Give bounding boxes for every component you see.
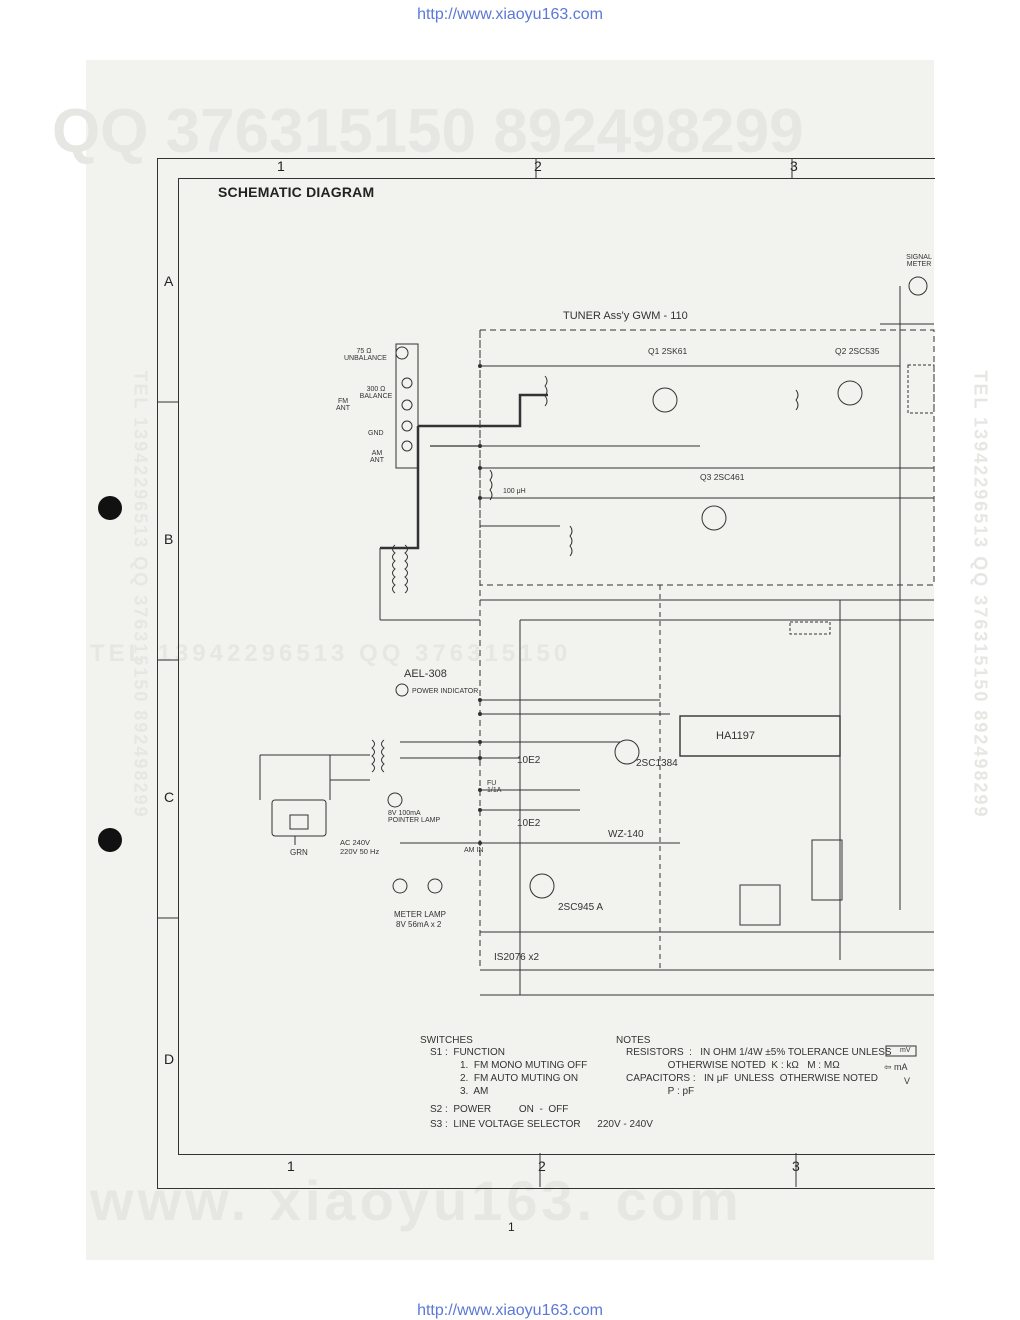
label-ant-300: 300 Ω BALANCE [359, 386, 393, 400]
url-top[interactable]: http://www.xiaoyu163.com [417, 6, 603, 23]
switch-line-1: S1 : FUNCTION [430, 1047, 506, 1058]
switches-heading: SWITCHES [420, 1035, 473, 1046]
punch-hole-top [98, 496, 122, 520]
label-meter-lamp-rating: 8V 56mA x 2 [396, 920, 442, 929]
col-top-1: 1 [277, 158, 285, 174]
notes-line-4: P : pF [626, 1086, 695, 1097]
switch-line-2: 1. FM MONO MUTING OFF [460, 1060, 588, 1071]
diagram-title: SCHEMATIC DIAGRAM [218, 184, 375, 200]
label-pointer-lamp: 8V 100mA POINTER LAMP [388, 810, 441, 824]
row-c: C [164, 789, 175, 805]
col-bottom-2: 2 [538, 1158, 546, 1174]
watermark-qq: QQ 376315150 892498299 [52, 97, 804, 166]
switch-line-4: 3. AM [460, 1086, 489, 1097]
label-tuner-assy: TUNER Ass'y GWM - 110 [563, 310, 688, 322]
url-bottom[interactable]: http://www.xiaoyu163.com [417, 1302, 603, 1319]
legend-mv: mV [900, 1047, 911, 1054]
frame-outer [157, 158, 935, 1189]
notes-line-2: OTHERWISE NOTED K : kΩ M : MΩ [626, 1060, 840, 1071]
label-q1: Q1 2SK61 [648, 346, 688, 356]
label-am-ant: AM ANT [370, 450, 384, 464]
page-number: 1 [508, 1220, 515, 1234]
label-am-in: AM IN [464, 847, 484, 854]
label-diodes: IS2076 x2 [494, 952, 540, 963]
label-l6: 100 μH [503, 488, 526, 495]
label-grn: GRN [290, 848, 308, 857]
watermark-site: www. xiaoyu163. com [90, 1169, 743, 1232]
label-d1: 10E2 [517, 755, 541, 766]
notes-line-3: CAPACITORS : IN μF UNLESS OTHERWISE NOTE… [626, 1073, 878, 1084]
frame-inner [178, 178, 935, 1155]
watermark-tel-row: TEL 13942296513 QQ 376315150 [90, 640, 572, 667]
legend-ma: ⇦ mA [884, 1062, 908, 1072]
switch-line-6: S3 : LINE VOLTAGE SELECTOR 220V - 240V [430, 1119, 653, 1130]
label-ic: HA1197 [716, 730, 755, 742]
label-q3: Q3 2SC461 [700, 472, 745, 482]
col-bottom-1: 1 [287, 1158, 295, 1174]
label-ant-75: 75 Ω UNBALANCE [344, 348, 387, 362]
label-q2: Q2 2SC535 [835, 346, 880, 356]
col-top-3: 3 [790, 158, 798, 174]
row-b: B [164, 531, 174, 547]
punch-hole-bottom [98, 828, 122, 852]
label-gnd: GND [368, 430, 384, 437]
label-d3: WZ-140 [608, 829, 644, 840]
label-meter-lamp: METER LAMP [394, 910, 447, 919]
label-d2: 10E2 [517, 818, 541, 829]
switch-line-5: S2 : POWER ON - OFF [430, 1104, 569, 1115]
label-q6: 2SC1384 [636, 758, 678, 769]
label-ac: AC 240V 220V 50 Hz [340, 838, 380, 856]
label-q12: 2SC945 A [558, 902, 604, 913]
label-ael: AEL-308 [404, 668, 447, 680]
label-fm-ant: FM ANT [336, 398, 350, 412]
switch-line-3: 2. FM AUTO MUTING ON [460, 1073, 579, 1084]
row-d: D [164, 1051, 175, 1067]
notes-heading: NOTES [616, 1035, 651, 1046]
legend-v: V [904, 1076, 911, 1086]
row-a: A [164, 273, 174, 289]
notes-line-1: RESISTORS : IN OHM 1/4W ±5% TOLERANCE UN… [626, 1047, 892, 1058]
label-fuse: FU 1/1A [487, 780, 502, 794]
col-top-2: 2 [534, 158, 542, 174]
label-signal-meter: SIGNAL METER [906, 254, 932, 268]
label-power-indicator: POWER INDICATOR [412, 688, 479, 695]
scanned-sheet [86, 60, 934, 1260]
